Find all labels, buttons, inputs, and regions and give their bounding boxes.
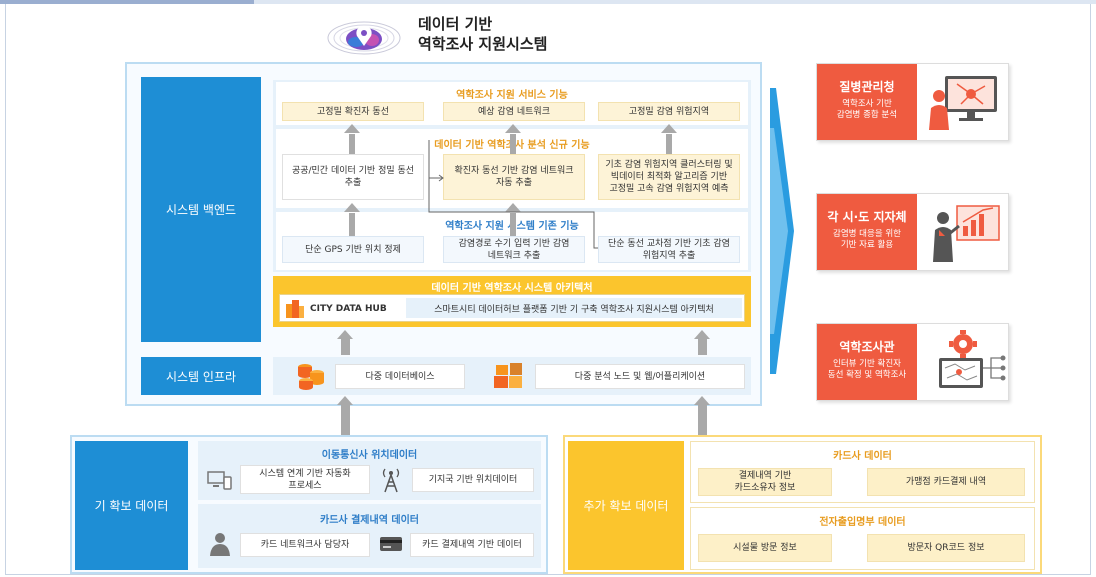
entry-log-title: 전자출입명부 데이터 xyxy=(819,517,906,528)
existing-card-manual-network: 감염경로 수기 입력 기반 감염 네트워크 추출 xyxy=(443,236,585,263)
up-arrow-icon xyxy=(694,330,710,339)
arrow-shaft xyxy=(698,339,707,355)
user-card-local-label: 각 시·도 지자체 감염병 대응을 위한 기반 자료 활용 xyxy=(817,194,917,270)
service-card-infection-network: 예상 감염 네트워크 xyxy=(443,102,585,121)
facility-visit-info: 시설물 방문 정보 xyxy=(698,534,832,562)
city-data-hub-logo: CITY DATA HUB xyxy=(284,299,404,319)
architecture-content: CITY DATA HUB 스마트시티 데이터허브 플랫폼 기반 기 구축 역학… xyxy=(279,294,745,322)
user-title: 질병관리청 xyxy=(839,80,895,94)
user-title: 역학조사관 xyxy=(839,340,895,354)
user-title: 각 시·도 지자체 xyxy=(827,210,907,224)
user-desc: 감염병 대응을 위한 기반 자료 활용 xyxy=(833,229,901,250)
user-desc: 역학조사 기반 감염병 종합 분석 xyxy=(836,99,898,120)
telecom-base-station: 기지국 기반 위치데이터 xyxy=(412,468,534,492)
merchant-payment: 가맹점 카드결제 내역 xyxy=(867,468,1025,496)
arrow-shaft xyxy=(341,405,350,438)
computer-phone-icon xyxy=(207,471,232,490)
arrow-shaft xyxy=(341,339,350,355)
backend-label: 시스템 백엔드 xyxy=(165,203,237,217)
up-arrow-icon xyxy=(661,124,677,133)
arrow-shaft xyxy=(510,134,516,154)
infra-label: 시스템 인프라 xyxy=(165,369,237,384)
credit-card-icon xyxy=(380,537,402,551)
analysis-card-precise-route: 공공/민간 데이터 기반 정밀 동선 추출 xyxy=(282,154,424,200)
card-payment-data: 카드 결제내역 기반 데이터 xyxy=(410,533,534,557)
page-frame xyxy=(5,4,1091,575)
up-arrow-icon xyxy=(694,396,710,405)
service-card-precise-route: 고정밀 확진자 동선 xyxy=(282,102,424,121)
up-arrow-icon xyxy=(505,124,521,133)
existing-card-intersection: 단순 동선 교차점 기반 기초 감염 위험지역 추출 xyxy=(598,236,740,263)
connector-lines-icon xyxy=(428,140,598,249)
infra-nodes: 다중 분석 노드 및 웹/어플리케이션 xyxy=(535,364,745,389)
user-card-investigator-label: 역학조사관 인터뷰 기반 확진자 동선 확정 및 역학조사 xyxy=(817,324,917,400)
existing-card-gps: 단순 GPS 기반 위치 정제 xyxy=(282,236,424,263)
database-icon xyxy=(298,364,324,390)
up-arrow-icon xyxy=(344,203,360,212)
top-strip-accent xyxy=(0,0,254,4)
existing-data-label-panel: 기 확보 데이터 xyxy=(75,441,188,570)
server-nodes-icon xyxy=(494,363,522,388)
service-card-risk-area: 고정밀 감염 위험지역 xyxy=(598,102,740,121)
infra-label-panel: 시스템 인프라 xyxy=(141,357,261,395)
additional-data-label-panel: 추가 확보 데이터 xyxy=(568,441,684,570)
user-card-kdca-label: 질병관리청 역학조사 기반 감염병 종합 분석 xyxy=(817,64,917,140)
analysis-card-network: 확진자 동선 기반 감염 네트워크 자동 추출 xyxy=(443,154,585,200)
user-card-investigator: 역학조사관 인터뷰 기반 확진자 동선 확정 및 역학조사 xyxy=(816,323,1009,401)
user-desc: 인터뷰 기반 확진자 동선 확정 및 역학조사 xyxy=(827,359,907,380)
up-arrow-icon xyxy=(337,330,353,339)
building-icon xyxy=(286,300,304,318)
additional-data-label: 추가 확보 데이터 xyxy=(583,499,669,513)
architecture-description: 스마트시티 데이터허브 플랫폼 기반 기 구축 역학조사 지원시스템 아키텍처 xyxy=(406,298,742,318)
cell-tower-icon xyxy=(382,468,400,493)
service-title: 역학조사 지원 서비스 기능 xyxy=(456,90,568,101)
up-arrow-icon xyxy=(505,203,521,212)
telecom-title: 이동통신사 위치데이터 xyxy=(321,450,418,461)
arrow-shaft xyxy=(698,405,707,438)
card-company-title: 카드사 결제내역 데이터 xyxy=(320,515,419,526)
top-strip xyxy=(0,0,1096,4)
user-card-local-government: 각 시·도 지자체 감염병 대응을 위한 기반 자료 활용 xyxy=(816,193,1009,271)
page-title: 데이터 기반 역학조사 지원시스템 xyxy=(418,15,548,53)
chevron-right-icon xyxy=(770,88,794,374)
architecture-title: 데이터 기반 역학조사 시스템 아키텍처 xyxy=(431,283,593,294)
user-card-kdca: 질병관리청 역학조사 기반 감염병 종합 분석 xyxy=(816,63,1009,141)
architecture-bar: 데이터 기반 역학조사 시스템 아키텍처 CITY DATA HUB 스마트시티… xyxy=(273,276,751,327)
infra-database: 다중 데이터베이스 xyxy=(335,364,465,389)
location-globe-logo-icon xyxy=(327,21,401,55)
analysis-card-risk-prediction: 기초 감염 위험지역 클러스터링 및 빅데이터 최적화 알고리즘 기반 고정밀 … xyxy=(598,154,740,200)
card-network-manager: 카드 네트워크사 담당자 xyxy=(240,533,370,557)
card-data-title: 카드사 데이터 xyxy=(833,451,892,462)
cardholder-info: 결제내역 기반 카드소유자 정보 xyxy=(698,468,832,496)
person-icon xyxy=(210,533,230,556)
up-arrow-icon xyxy=(337,396,353,405)
backend-label-panel: 시스템 백엔드 xyxy=(141,77,261,342)
visitor-qr-info: 방문자 QR코드 정보 xyxy=(867,534,1025,562)
arrow-shaft xyxy=(349,134,355,154)
arrow-shaft xyxy=(666,134,672,154)
arrow-shaft xyxy=(510,213,516,236)
city-data-hub-label: CITY DATA HUB xyxy=(310,304,387,314)
existing-data-label: 기 확보 데이터 xyxy=(94,499,169,513)
gear-map-icon xyxy=(939,330,1006,388)
telecom-auto-process: 시스템 연계 기반 자동화 프로세스 xyxy=(240,465,370,494)
up-arrow-icon xyxy=(344,124,360,133)
analyst-monitor-icon xyxy=(929,76,997,130)
presenter-chart-icon xyxy=(933,205,1000,262)
arrow-shaft xyxy=(349,213,355,236)
